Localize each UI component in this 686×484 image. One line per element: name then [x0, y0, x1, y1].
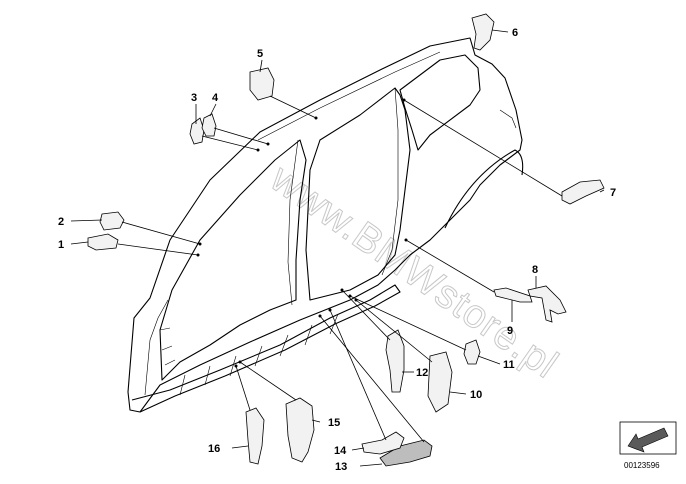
callout-13: 13 [335, 461, 347, 473]
part-8 [527, 285, 567, 323]
part-9 [493, 287, 533, 303]
part-10 [427, 351, 453, 413]
direction-indicator: 00123596 [619, 421, 677, 470]
callout-15: 15 [328, 417, 340, 429]
callout-3: 3 [191, 92, 197, 104]
side-frame [127, 37, 524, 413]
part-5 [249, 67, 275, 101]
callout-6: 6 [512, 27, 518, 39]
callout-16: 16 [208, 443, 220, 455]
part-1 [87, 233, 119, 251]
part-11 [463, 339, 481, 365]
part-12 [385, 329, 405, 393]
part-2 [99, 211, 125, 231]
part-6 [471, 13, 495, 51]
part-14 [361, 431, 405, 455]
part-15 [285, 397, 315, 463]
part-3 [189, 117, 205, 145]
callout-2: 2 [58, 216, 64, 228]
part-7 [561, 179, 605, 205]
callout-12: 12 [416, 367, 428, 379]
callout-5: 5 [257, 48, 263, 60]
callout-9: 9 [507, 325, 513, 337]
callout-14: 14 [334, 445, 347, 457]
callout-1: 1 [58, 239, 64, 251]
leader-lines [70, 29, 605, 467]
document-number: 00123596 [624, 461, 660, 470]
part-13 [379, 439, 433, 467]
callout-10: 10 [470, 389, 482, 401]
callout-7: 7 [610, 187, 616, 199]
part-4 [201, 113, 217, 137]
callout-4: 4 [212, 92, 219, 104]
part-16 [245, 407, 265, 465]
callout-11: 11 [503, 359, 515, 371]
callouts: 1 2 3 4 5 6 7 8 9 10 11 12 13 14 15 16 [58, 27, 616, 473]
arrow-direction-icon [627, 427, 669, 453]
callout-8: 8 [532, 264, 538, 276]
